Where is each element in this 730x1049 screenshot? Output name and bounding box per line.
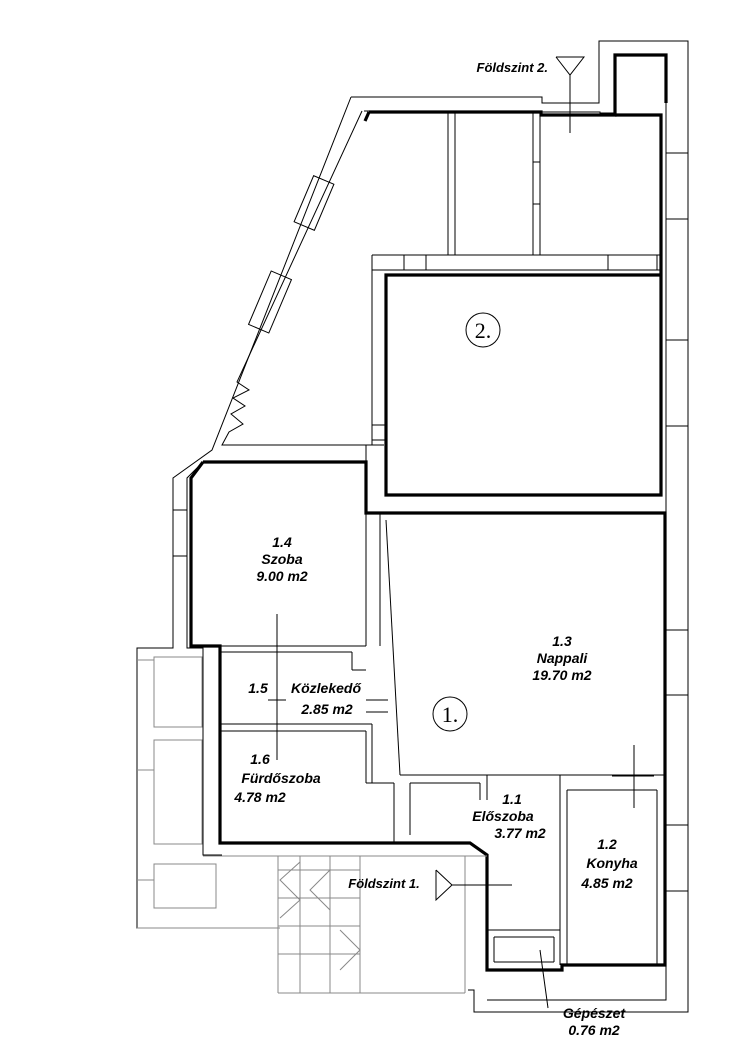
room-name: Gépészet [563,1005,627,1021]
room-number: 1.4 [272,534,292,550]
room-number: 1.5 [248,680,268,696]
unit-1-number: 1. [442,702,459,727]
level-label-ground-2: Földszint 2. [477,60,549,75]
room-area: 9.00 m2 [256,568,308,584]
unit-1-marker: 1. [432,696,468,732]
stairs [278,856,361,993]
outer-walls [136,40,689,1013]
room-number: 1.3 [552,633,572,649]
room-name: Közlekedő [291,680,361,696]
unit-2-outline [363,53,668,497]
room-furdoszoba: 1.6 Fürdőszoba 4.78 m2 [233,751,321,805]
room-konyha: 1.2 Konyha 4.85 m2 [580,836,638,891]
unit-2-marker: 2. [465,312,501,348]
room-name: Előszoba [472,808,534,824]
room-area: 4.85 m2 [580,875,633,891]
room-name: Nappali [537,650,589,666]
room-name: Fürdőszoba [241,770,321,786]
room-name: Szoba [261,551,302,567]
unit-2-number: 2. [475,318,492,343]
room-area: 2.85 m2 [300,701,353,717]
unit-1-outline [189,460,667,972]
room-area: 4.78 m2 [233,789,286,805]
room-area: 3.77 m2 [494,825,546,841]
room-gepeszet: Gépészet 0.76 m2 [539,949,627,1038]
room-number: 1.6 [250,751,270,767]
room-name: Konyha [586,855,638,871]
level-marker-ground-2: Földszint 2. [477,56,586,133]
room-eloszoba: 1.1 Előszoba 3.77 m2 [472,791,546,841]
room-nappali: 1.3 Nappali 19.70 m2 [532,633,591,683]
adjacent-structure [137,656,487,994]
room-area: 0.76 m2 [568,1022,620,1038]
unit-1-partitions [220,513,665,965]
room-area: 19.70 m2 [532,667,591,683]
room-kozlekedo: 1.5 Közlekedő 2.85 m2 [248,680,361,717]
room-number: 1.1 [502,791,522,807]
level-label-ground-1: Földszint 1. [348,876,420,891]
room-number: 1.2 [597,836,617,852]
upper-unit-partitions [366,111,661,446]
level-marker-ground-1: Földszint 1. [348,869,512,902]
room-szoba: 1.4 Szoba 9.00 m2 [256,534,308,584]
